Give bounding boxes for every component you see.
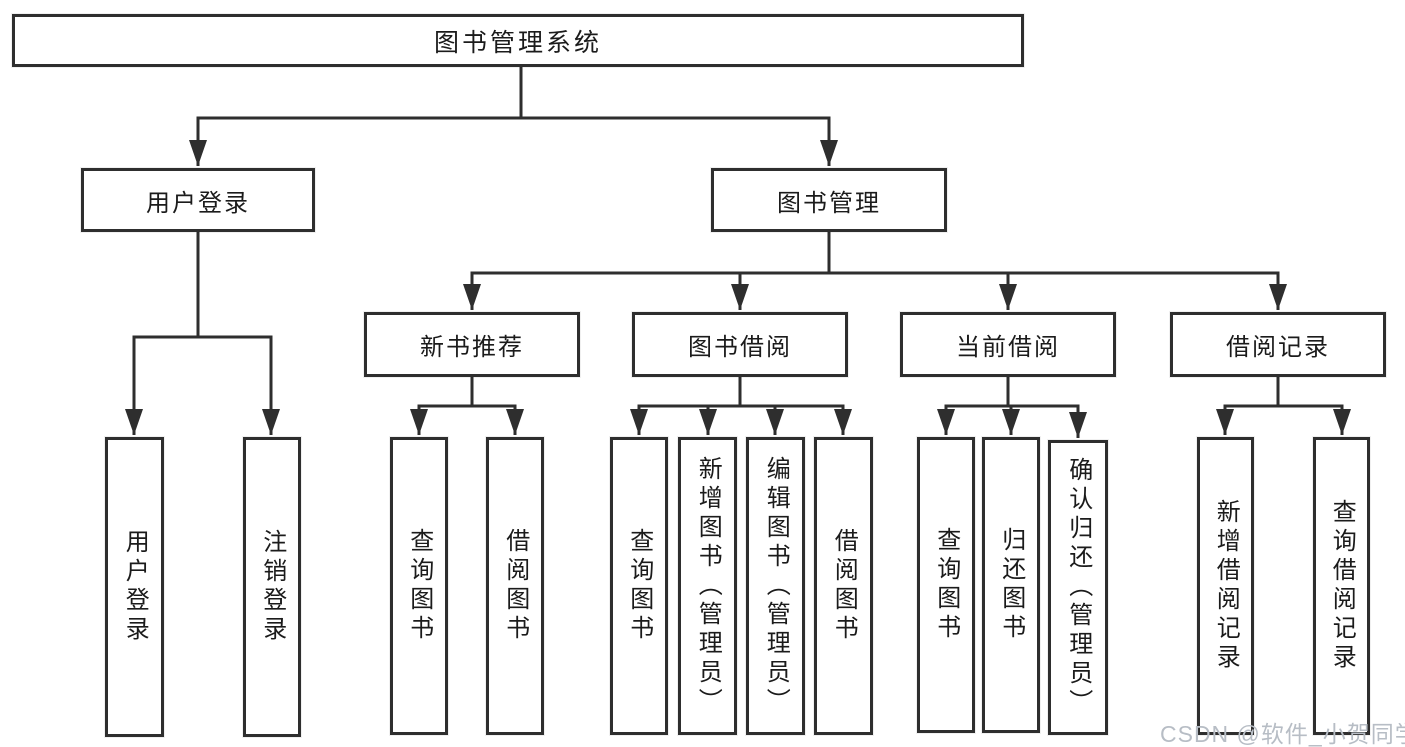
node-book-borrowing-label: 图书借阅 bbox=[688, 334, 792, 361]
leaf-current-return-books: 归还图书 bbox=[982, 437, 1040, 733]
node-user-login: 用户登录 bbox=[81, 168, 315, 232]
node-current-borrowing-label: 当前借阅 bbox=[956, 334, 1060, 361]
leaf-borrow-add-books-admin-label: 新增图书（管理员） bbox=[694, 455, 722, 717]
leaf-current-confirm-return-admin-label: 确认归还（管理员） bbox=[1064, 457, 1092, 718]
node-new-book-recommendation-label: 新书推荐 bbox=[420, 334, 524, 361]
node-book-management: 图书管理 bbox=[711, 168, 947, 232]
node-user-login-label: 用户登录 bbox=[146, 189, 250, 217]
leaf-recommend-query-books: 查询图书 bbox=[390, 437, 448, 735]
node-book-management-label: 图书管理 bbox=[777, 189, 881, 217]
leaf-borrow-add-books-admin: 新增图书（管理员） bbox=[678, 437, 737, 735]
leaf-borrow-borrow-books-label: 借阅图书 bbox=[830, 528, 858, 644]
leaf-recommend-query-books-label: 查询图书 bbox=[405, 528, 433, 644]
leaf-recommend-borrow-books: 借阅图书 bbox=[486, 437, 544, 735]
leaf-current-query-books-label: 查询图书 bbox=[932, 527, 960, 643]
node-root-label: 图书管理系统 bbox=[433, 28, 602, 57]
node-current-borrowing: 当前借阅 bbox=[900, 312, 1116, 377]
leaf-records-query-record: 查询借阅记录 bbox=[1313, 437, 1370, 735]
csdn-watermark: CSDN @软件_小贺同学 bbox=[1160, 721, 1405, 747]
leaf-current-confirm-return-admin: 确认归还（管理员） bbox=[1048, 440, 1108, 735]
leaf-logout: 注销登录 bbox=[243, 437, 301, 737]
leaf-user-login-label: 用户登录 bbox=[121, 529, 149, 645]
node-book-borrowing: 图书借阅 bbox=[632, 312, 848, 377]
leaf-borrow-borrow-books: 借阅图书 bbox=[814, 437, 873, 735]
leaf-borrow-query-books-label: 查询图书 bbox=[625, 528, 653, 644]
leaf-borrow-edit-books-admin-label: 编辑图书（管理员） bbox=[762, 455, 790, 717]
leaf-records-query-record-label: 查询借阅记录 bbox=[1328, 499, 1356, 673]
leaf-current-return-books-label: 归还图书 bbox=[997, 527, 1025, 643]
leaf-records-add-record: 新增借阅记录 bbox=[1197, 437, 1254, 735]
leaf-records-add-record-label: 新增借阅记录 bbox=[1212, 499, 1240, 673]
leaf-user-login: 用户登录 bbox=[105, 437, 164, 737]
leaf-logout-label: 注销登录 bbox=[258, 529, 286, 645]
leaf-current-query-books: 查询图书 bbox=[917, 437, 975, 733]
leaf-recommend-borrow-books-label: 借阅图书 bbox=[501, 528, 529, 644]
node-new-book-recommendation: 新书推荐 bbox=[364, 312, 580, 377]
leaf-borrow-query-books: 查询图书 bbox=[610, 437, 668, 735]
node-borrowing-records: 借阅记录 bbox=[1170, 312, 1386, 377]
node-root: 图书管理系统 bbox=[12, 14, 1024, 67]
node-borrowing-records-label: 借阅记录 bbox=[1226, 334, 1330, 361]
leaf-borrow-edit-books-admin: 编辑图书（管理员） bbox=[746, 437, 805, 735]
